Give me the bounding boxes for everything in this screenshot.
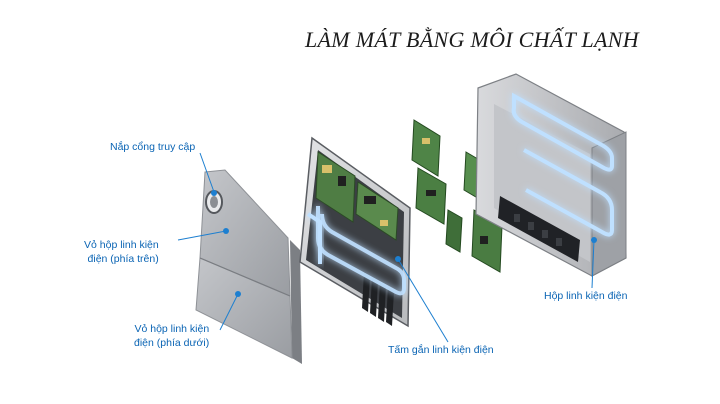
label-lower-case-line1: Vỏ hộp linh kiện — [134, 323, 210, 335]
refrigerant-tube-plate — [316, 206, 406, 296]
label-lower-case-line2: điện (phía dưới) — [134, 337, 210, 349]
component-box-interior — [494, 104, 590, 262]
callout-dots — [211, 190, 597, 297]
pcb-board-5 — [445, 209, 463, 253]
mounting-plate-assembly — [299, 136, 411, 328]
refrigerant-tube-box-top — [511, 92, 614, 172]
refrigerant-tube-box-side — [523, 148, 614, 237]
label-lower-case: Vỏ hộp linh kiện điện (phía dưới) — [134, 322, 209, 350]
label-component-box: Hộp linh kiện điện — [544, 290, 628, 302]
pcb-board-1 — [411, 119, 441, 177]
leader-lines — [177, 152, 595, 343]
page-title: LÀM MÁT BẰNG MÔI CHẤT LẠNH — [305, 27, 639, 52]
label-access-cover: Nắp cổng truy cập — [110, 141, 196, 153]
component-box-assembly — [475, 73, 627, 277]
label-upper-case: Vỏ hộp linh kiện điện (phía trên) — [84, 238, 159, 266]
label-mount-plate: Tấm gắn linh kiện điện — [388, 344, 494, 356]
terminal-block — [498, 196, 580, 262]
cover-side-edge — [290, 240, 302, 364]
label-upper-case-line2: điện (phía trên) — [87, 253, 159, 265]
label-upper-case-line1: Vỏ hộp linh kiện — [84, 239, 159, 251]
cover-assembly — [195, 169, 302, 364]
heatsink-fins — [362, 272, 394, 326]
